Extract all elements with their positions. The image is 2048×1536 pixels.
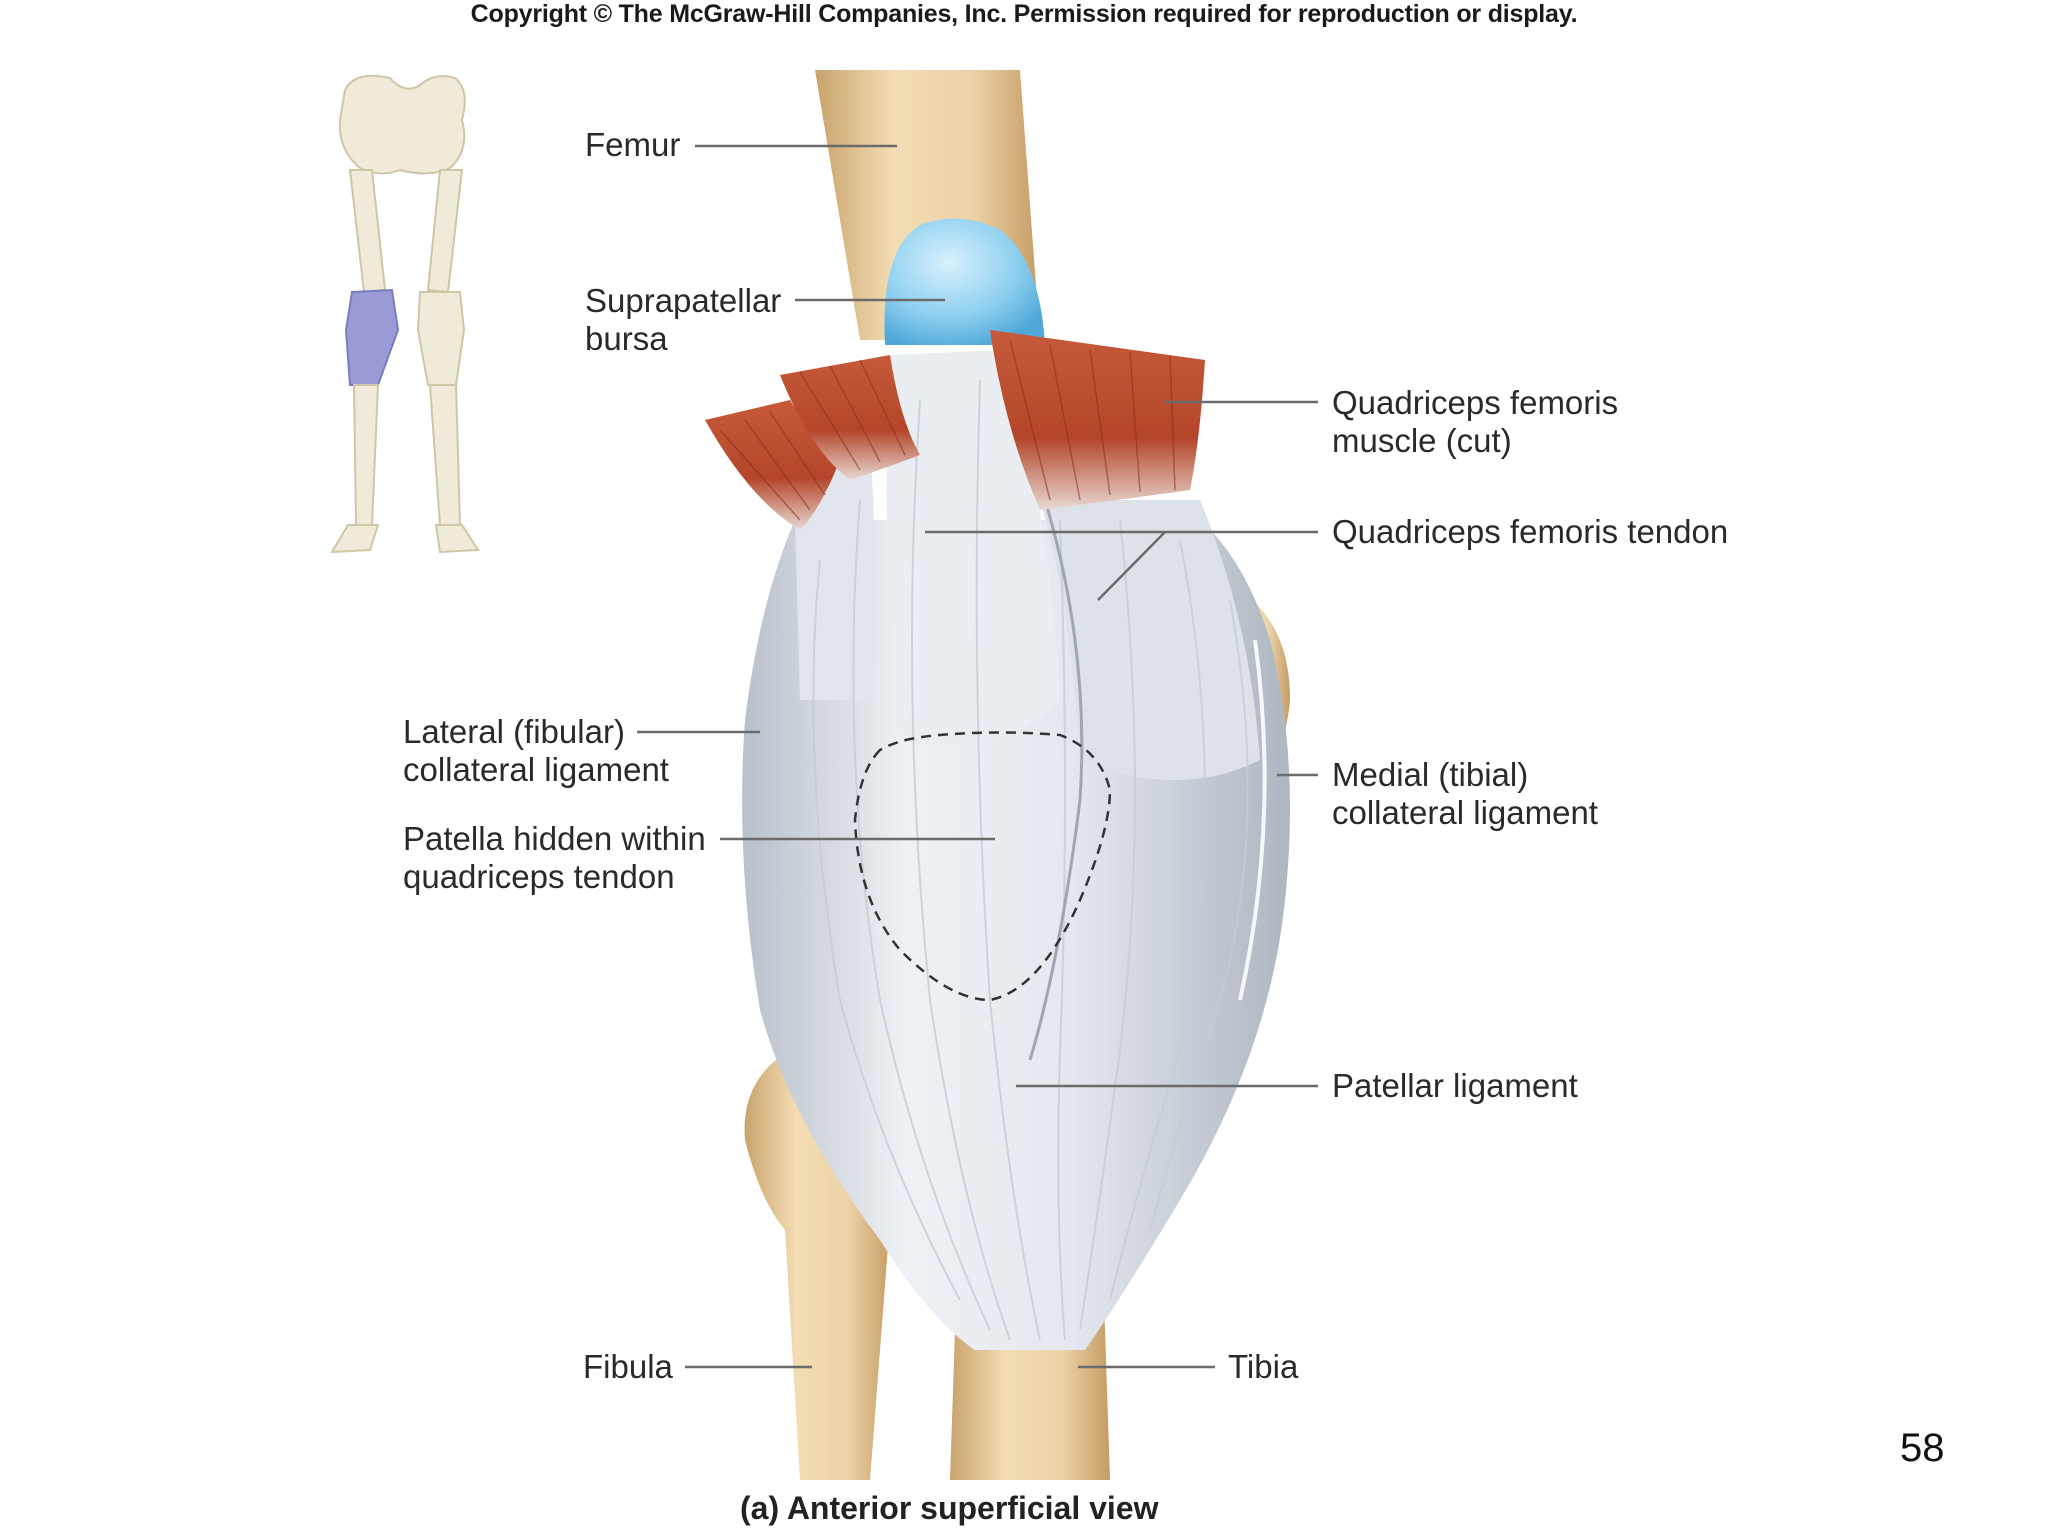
right-tibia-shape	[428, 384, 462, 526]
label-patella-line2: quadriceps tendon	[403, 858, 675, 895]
label-lateral-collateral-ligament: Lateral (fibular) collateral ligament	[403, 713, 669, 789]
figure-caption: (a) Anterior superficial view	[740, 1490, 1159, 1526]
label-patella-line1: Patella hidden within	[403, 820, 706, 857]
label-quadriceps-tendon: Quadriceps femoris tendon	[1332, 513, 1729, 550]
left-knee-highlight	[344, 288, 400, 386]
page-number: 58	[1900, 1426, 1945, 1470]
right-knee-shape	[416, 291, 466, 386]
label-fibula: Fibula	[583, 1348, 673, 1385]
label-tibia: Tibia	[1228, 1348, 1299, 1385]
left-femur-shape	[348, 169, 387, 294]
label-quad-muscle-line1: Quadriceps femoris	[1332, 384, 1619, 421]
label-suprapatellar-line2: bursa	[585, 320, 668, 357]
label-quad-muscle-line2: muscle (cut)	[1332, 422, 1512, 459]
tendon-crease-left	[1028, 499, 1084, 1061]
label-quadriceps-muscle: Quadriceps femoris muscle (cut)	[1332, 384, 1618, 460]
label-medial-line1: Medial (tibial)	[1332, 756, 1529, 793]
right-femur-shape	[426, 169, 464, 294]
label-lateral-line1: Lateral (fibular)	[403, 713, 625, 750]
tendon-strip-2	[886, 350, 1060, 745]
medial-ligament-band	[1238, 639, 1267, 1001]
leader-lines	[637, 144, 1318, 1369]
leader-quad-tendon-b	[1097, 531, 1166, 601]
left-foot-shape	[330, 524, 380, 554]
quad-muscle-left	[705, 400, 840, 530]
label-patellar-ligament: Patellar ligament	[1332, 1067, 1578, 1104]
quad-muscle-right	[990, 330, 1205, 510]
pelvis-shape	[338, 74, 466, 175]
suprapatellar-bursa-shape	[884, 218, 1045, 345]
tendon-strip-3	[1040, 500, 1260, 780]
label-medial-line2: collateral ligament	[1332, 794, 1598, 831]
muscle-fibers	[719, 339, 1176, 521]
quad-muscle-mid	[780, 355, 920, 480]
left-tibia-shape	[352, 384, 380, 526]
right-foot-shape	[434, 524, 480, 554]
tendon-fibers	[812, 379, 1249, 1341]
label-lateral-line2: collateral ligament	[403, 751, 669, 788]
label-suprapatellar-bursa: Suprapatellar bursa	[585, 282, 781, 358]
label-femur: Femur	[585, 126, 681, 163]
patella-outline	[853, 731, 1112, 1002]
label-medial-collateral-ligament: Medial (tibial) collateral ligament	[1332, 756, 1598, 832]
label-patella: Patella hidden within quadriceps tendon	[403, 820, 706, 896]
label-suprapatellar-line1: Suprapatellar	[585, 282, 782, 319]
copyright-notice: Copyright © The McGraw-Hill Companies, I…	[470, 0, 1578, 28]
skeleton-thumbnail	[330, 74, 480, 554]
